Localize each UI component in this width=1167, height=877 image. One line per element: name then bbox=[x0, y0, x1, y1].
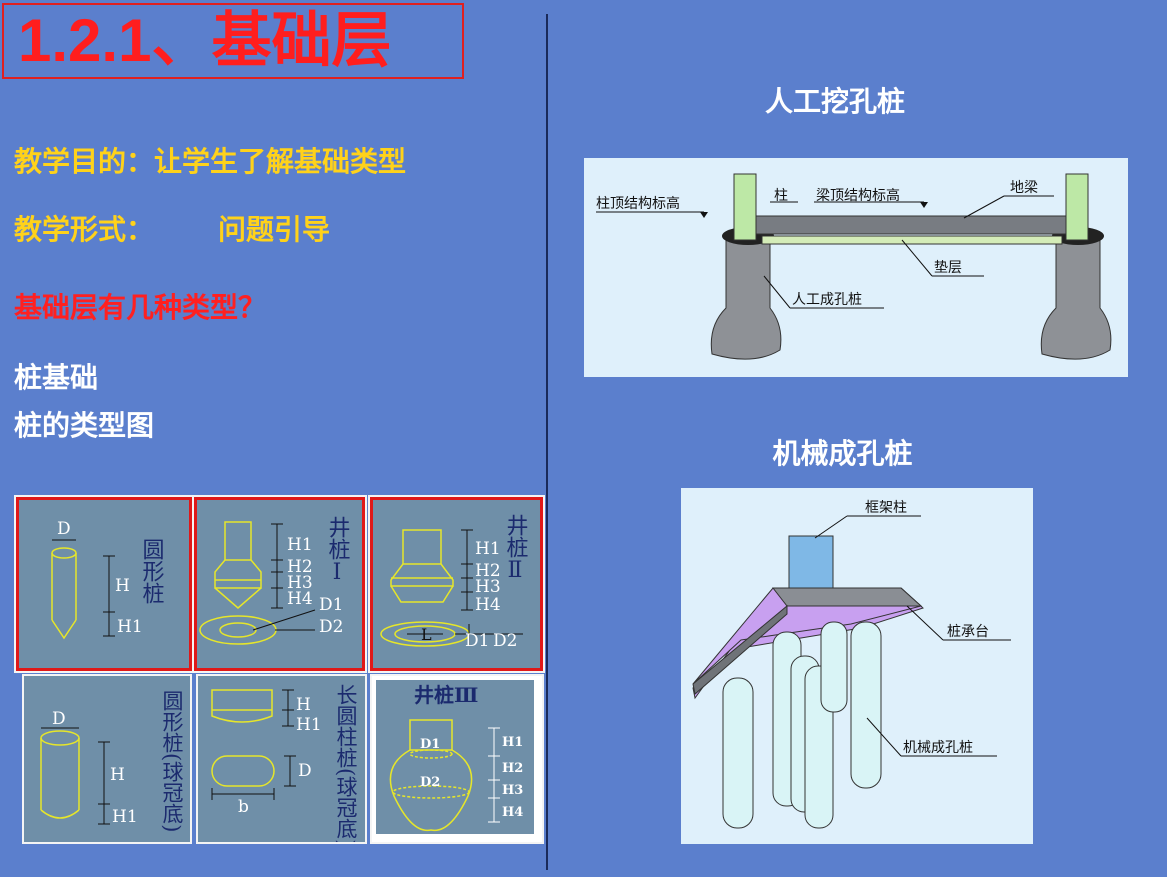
well1-d1-label: D1 bbox=[319, 595, 343, 615]
well1-pile-name: 井桩Ⅰ bbox=[325, 516, 351, 585]
well3-h2-label: H2 bbox=[502, 761, 523, 776]
label-machine-pile: 机械成孔桩 bbox=[903, 739, 973, 756]
label-frame-column: 框架柱 bbox=[865, 500, 907, 516]
panel-long-round-pile[interactable]: H H1 D b 长圆柱桩(球冠底) bbox=[196, 674, 367, 844]
well3-d2-label: D2 bbox=[420, 775, 440, 790]
round-ball-d-label: D bbox=[52, 709, 66, 729]
vertical-divider bbox=[546, 14, 548, 870]
label-ground-beam: 地梁 bbox=[1010, 180, 1038, 196]
well2-pile-name: 井桩Ⅱ bbox=[503, 514, 529, 583]
left-pile bbox=[710, 173, 782, 360]
round-d-label: D bbox=[57, 519, 71, 539]
label-pile-cap: 桩承台 bbox=[947, 623, 989, 640]
item-pile-type-diagram: 桩的类型图 bbox=[14, 409, 155, 442]
heading-manual-dug-pile: 人工挖孔桩 bbox=[764, 85, 905, 118]
well1-h3-label: H3 bbox=[287, 573, 313, 593]
pile-types-grid: D H H1 圆形桩 bbox=[14, 495, 545, 847]
question-text: 基础层有几种类型？ bbox=[14, 291, 267, 324]
round-pile-name: 圆形桩 bbox=[139, 538, 165, 604]
well2-d1-label: D1 bbox=[465, 631, 489, 651]
round-ball-h-label: H bbox=[110, 765, 125, 785]
well2-h4-label: H4 bbox=[475, 595, 501, 615]
round-h-label: H bbox=[115, 576, 130, 596]
round-h1-label: H1 bbox=[117, 617, 143, 637]
long-h1-label: H1 bbox=[296, 715, 322, 735]
heading-machine-drilled-pile: 机械成孔桩 bbox=[772, 437, 913, 470]
panel-round-pile-ball[interactable]: D H H1 圆形桩(球冠底) bbox=[22, 674, 192, 844]
well3-h1-label: H1 bbox=[502, 735, 523, 750]
diagram-machine-drilled-pile: 框架柱 桩承台 机械成孔桩 bbox=[681, 488, 1033, 844]
right-pile bbox=[1040, 173, 1112, 360]
well3-h4-label: H4 bbox=[502, 805, 523, 820]
page-title: 1.2.1、基础层 bbox=[2, 3, 464, 79]
item-pile-foundation: 桩基础 bbox=[14, 361, 99, 394]
label-column: 柱 bbox=[774, 188, 788, 204]
label-manual-pile: 人工成孔桩 bbox=[792, 291, 862, 308]
well2-h1-label: H1 bbox=[475, 539, 501, 559]
teaching-form-value: 问题引导 bbox=[218, 213, 331, 246]
long-h-label: H bbox=[296, 695, 311, 715]
panel-round-pile[interactable]: D H H1 圆形桩 bbox=[14, 495, 194, 673]
well2-d2-label: D2 bbox=[493, 631, 517, 651]
label-cushion: 垫层 bbox=[934, 260, 962, 276]
teaching-goal: 教学目的：让学生了解基础类型 bbox=[14, 145, 407, 178]
well3-pile-name: 井桩Ⅲ bbox=[414, 683, 478, 707]
diagram-manual-dug-pile: 柱顶结构标高 柱 梁顶结构标高 地梁 垫层 人工成孔桩 bbox=[584, 158, 1128, 377]
round-ball-pile-name: 圆形桩(球冠底) bbox=[160, 690, 184, 832]
well3-h3-label: H3 bbox=[502, 783, 523, 798]
well1-h2-label: H2 bbox=[287, 557, 313, 577]
well2-h2-label: H2 bbox=[475, 561, 501, 581]
panel-well-pile-2[interactable]: H1 H2 H3 H4 L D1 D2 井桩Ⅱ bbox=[368, 495, 545, 673]
long-d-label: D bbox=[298, 761, 312, 781]
label-column-top-elevation: 柱顶结构标高 bbox=[596, 195, 680, 212]
teaching-form-label: 教学形式： bbox=[14, 213, 155, 246]
well1-h4-label: H4 bbox=[287, 589, 313, 609]
long-b-label: b bbox=[238, 797, 249, 817]
well3-d1-label: D1 bbox=[420, 737, 440, 752]
panel-well-pile-1[interactable]: H1 H2 H3 H4 D1 D2 井桩Ⅰ bbox=[192, 495, 367, 673]
label-beam-top-elevation: 梁顶结构标高 bbox=[816, 187, 900, 204]
well1-h1-label: H1 bbox=[287, 535, 313, 555]
well2-h3-label: H3 bbox=[475, 577, 501, 597]
well1-d2-label: D2 bbox=[319, 617, 343, 637]
round-ball-h1-label: H1 bbox=[112, 807, 138, 827]
long-round-pile-name: 长圆柱桩(球冠底) bbox=[334, 684, 358, 842]
well2-l-label: L bbox=[421, 625, 432, 644]
panel-well-pile-3[interactable]: 井桩Ⅲ D1 D2 H1 H2 H3 H4 bbox=[370, 674, 544, 844]
